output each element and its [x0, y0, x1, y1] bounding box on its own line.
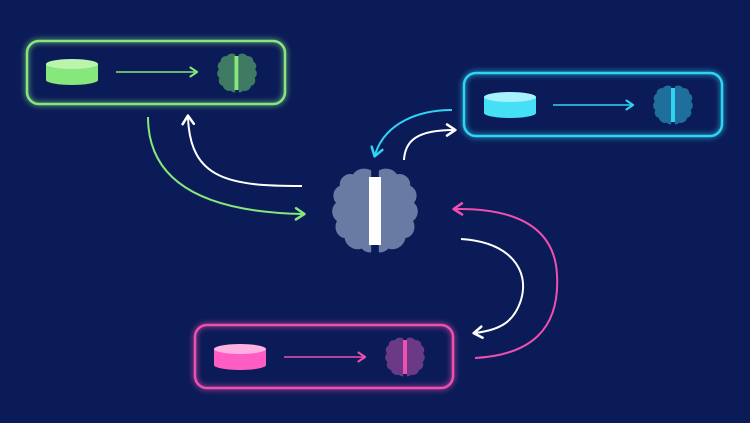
- brain-divider: [369, 177, 381, 245]
- node-frame: [193, 323, 455, 390]
- brain-icon: [653, 85, 693, 125]
- database-icon: [484, 92, 536, 118]
- node-cyan: [462, 71, 724, 138]
- node-pink: [193, 323, 455, 390]
- database-icon: [214, 344, 266, 370]
- database-icon: [46, 59, 98, 85]
- connector-out-cyan: [403, 123, 457, 161]
- connector-out-pink: [460, 238, 525, 339]
- central-brain: [332, 168, 418, 253]
- node-frame: [25, 39, 287, 106]
- connector-in-cyan: [370, 109, 453, 158]
- connector-in-pink: [452, 202, 559, 359]
- brain-icon: [385, 337, 425, 377]
- brain-icon: [217, 53, 257, 93]
- node-frame: [462, 71, 724, 138]
- connector-out-green: [181, 114, 303, 187]
- connector-in-green: [147, 116, 306, 221]
- node-green: [25, 39, 287, 106]
